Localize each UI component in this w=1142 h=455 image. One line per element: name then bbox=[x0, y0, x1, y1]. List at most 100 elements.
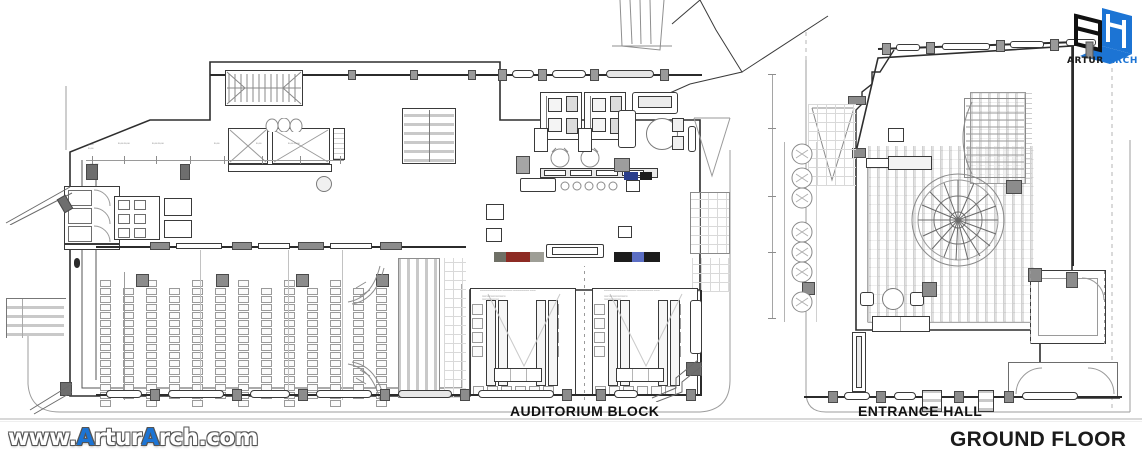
auditorium-seat bbox=[261, 368, 272, 376]
auditorium-seat bbox=[215, 304, 226, 312]
entry-angled-wall bbox=[855, 49, 895, 152]
auditorium-seat bbox=[330, 296, 341, 304]
auditorium-seat bbox=[261, 344, 272, 352]
auditorium-seat bbox=[123, 368, 134, 376]
logo-name-blue: ARCH bbox=[1107, 56, 1138, 66]
auditorium-seat bbox=[261, 328, 272, 336]
auditorium-seat bbox=[100, 336, 111, 344]
auditorium-seat bbox=[169, 304, 180, 312]
auditorium-seat bbox=[192, 288, 203, 296]
auditorium-seat bbox=[192, 336, 203, 344]
auditorium-seat bbox=[123, 344, 134, 352]
auditorium-seat bbox=[238, 296, 249, 304]
auditorium-seat bbox=[238, 400, 249, 408]
auditorium-seat bbox=[307, 296, 318, 304]
plan-entrance-hall: ENTRANCE HALL bbox=[768, 0, 1142, 420]
auditorium-seat bbox=[192, 328, 203, 336]
sheet-divider-rule bbox=[0, 418, 1142, 420]
auditorium-seat bbox=[169, 328, 180, 336]
auditorium-seat bbox=[353, 304, 364, 312]
plan-auditorium-block: □□□□□□□□□□□□□□□□□□ □□□□□□□□□□□□□ bbox=[5, 61, 731, 419]
auditorium-seat bbox=[123, 376, 134, 384]
lounge-chairs bbox=[550, 147, 600, 168]
auditorium-seat bbox=[238, 352, 249, 360]
auditorium-seat bbox=[100, 320, 111, 328]
watermark-suffix: rch.com bbox=[158, 425, 259, 451]
auditorium-seat bbox=[192, 320, 203, 328]
auditorium-seat bbox=[353, 320, 364, 328]
auditorium-seat bbox=[192, 360, 203, 368]
auditorium-seat bbox=[169, 288, 180, 296]
auditorium-seat bbox=[307, 344, 318, 352]
column-symbol bbox=[74, 258, 80, 268]
auditorium-seat bbox=[215, 328, 226, 336]
auditorium-seat bbox=[330, 280, 341, 288]
auditorium-seat bbox=[123, 320, 134, 328]
auditorium-seat bbox=[307, 368, 318, 376]
auditorium-seat bbox=[192, 344, 203, 352]
auditorium-seat bbox=[261, 320, 272, 328]
auditorium-seat bbox=[261, 352, 272, 360]
auditorium-seat bbox=[284, 296, 295, 304]
auditorium-seating bbox=[100, 280, 400, 408]
auditorium-seat bbox=[376, 336, 387, 344]
auditorium-seat bbox=[376, 360, 387, 368]
auditorium-seat bbox=[100, 384, 111, 392]
auditorium-seat bbox=[238, 288, 249, 296]
auditorium-seat bbox=[123, 336, 134, 344]
auditorium-seat bbox=[284, 400, 295, 408]
auditorium-seat bbox=[307, 312, 318, 320]
auditorium-seat bbox=[284, 344, 295, 352]
watermark-a1: A bbox=[76, 425, 95, 451]
auditorium-seat bbox=[284, 312, 295, 320]
auditorium-seat bbox=[238, 328, 249, 336]
auditorium-seat bbox=[261, 376, 272, 384]
auditorium-seat bbox=[215, 336, 226, 344]
auditorium-seat bbox=[238, 312, 249, 320]
auditorium-seat bbox=[100, 312, 111, 320]
auditorium-seat bbox=[330, 328, 341, 336]
auditorium-seat bbox=[123, 296, 134, 304]
watermark-prefix: www. bbox=[8, 425, 77, 451]
auditorium-seat bbox=[284, 336, 295, 344]
auditorium-seat bbox=[146, 288, 157, 296]
auditorium-seat bbox=[307, 376, 318, 384]
auditorium-seat bbox=[261, 336, 272, 344]
auditorium-seat bbox=[238, 360, 249, 368]
auditorium-seat bbox=[238, 304, 249, 312]
auditorium-seat bbox=[307, 360, 318, 368]
auditorium-seat bbox=[330, 376, 341, 384]
auditorium-seat bbox=[353, 312, 364, 320]
spiral-staircase bbox=[910, 172, 1006, 268]
auditorium-seat bbox=[123, 328, 134, 336]
auditorium-seat bbox=[376, 320, 387, 328]
auditorium-seat bbox=[146, 368, 157, 376]
auditorium-seat bbox=[215, 360, 226, 368]
auditorium-seat bbox=[376, 304, 387, 312]
auditorium-seat bbox=[123, 304, 134, 312]
auditorium-seat bbox=[330, 368, 341, 376]
auditorium-seat bbox=[284, 280, 295, 288]
auditorium-seat bbox=[146, 400, 157, 408]
auditorium-seat bbox=[123, 360, 134, 368]
auditorium-seat bbox=[192, 368, 203, 376]
auditorium-seat bbox=[215, 296, 226, 304]
auditorium-seat bbox=[284, 376, 295, 384]
auditorium-seat bbox=[353, 344, 364, 352]
auditorium-seat bbox=[284, 368, 295, 376]
auditorium-seat bbox=[238, 280, 249, 288]
auditorium-seat bbox=[146, 344, 157, 352]
auditorium-seat bbox=[100, 376, 111, 384]
auditorium-seat bbox=[192, 304, 203, 312]
auditorium-seat bbox=[261, 312, 272, 320]
auditorium-seat bbox=[261, 304, 272, 312]
auditorium-seat bbox=[330, 312, 341, 320]
auditorium-seat bbox=[146, 304, 157, 312]
auditorium-seat bbox=[307, 288, 318, 296]
auditorium-seat bbox=[146, 360, 157, 368]
auditorium-seat bbox=[284, 328, 295, 336]
auditorium-seat bbox=[215, 352, 226, 360]
auditorium-seat bbox=[238, 344, 249, 352]
auditorium-seat bbox=[123, 312, 134, 320]
auditorium-seat bbox=[146, 376, 157, 384]
